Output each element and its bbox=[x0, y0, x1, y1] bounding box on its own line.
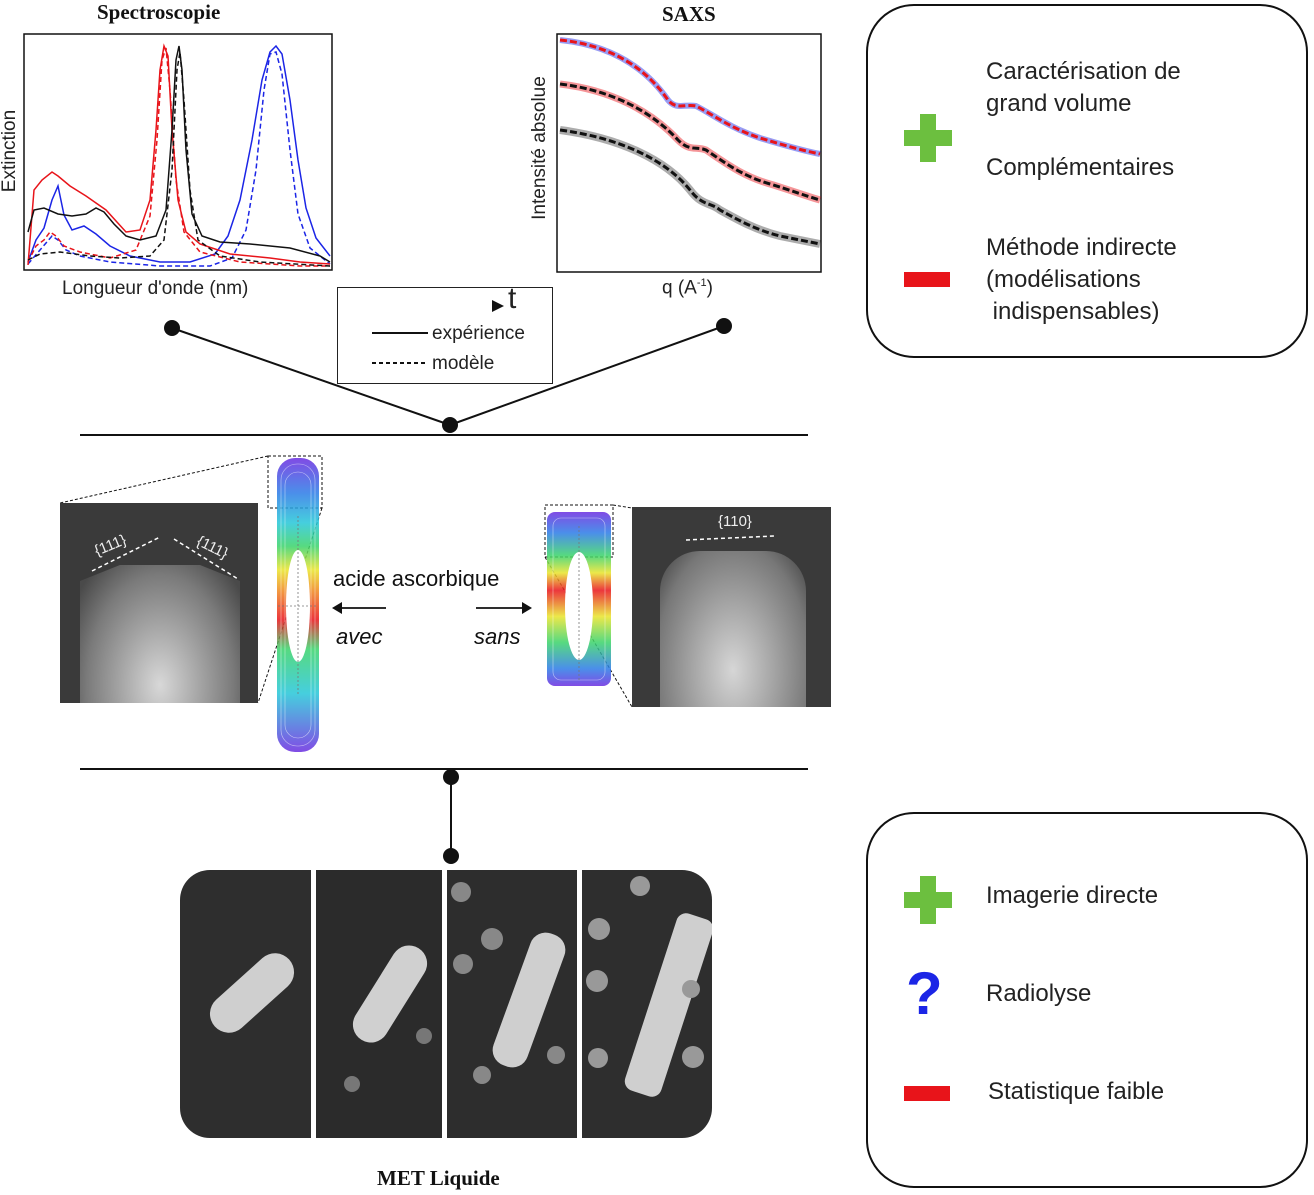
with-label: avec bbox=[336, 624, 383, 649]
saxs-xlabel-main: q (A bbox=[662, 277, 697, 299]
facet-label-right: {110} bbox=[718, 513, 752, 530]
saxs-frame bbox=[556, 33, 822, 273]
liquid-tem-frame-2 bbox=[316, 870, 442, 1138]
liquid-tem-title: MET Liquide bbox=[377, 1166, 500, 1190]
box-top-plus-text-1: Caractérisation de bbox=[986, 58, 1181, 85]
legend-time-symbol: t bbox=[508, 282, 517, 315]
legend-dashed-line bbox=[372, 362, 428, 364]
saxs-series-red-model bbox=[559, 82, 821, 202]
liquid-tem-frame-4 bbox=[582, 870, 712, 1138]
box-top-minus-text-2: (modélisations bbox=[986, 266, 1141, 293]
saxs-series-blue-model bbox=[559, 38, 821, 156]
spectro-curve-red-model bbox=[27, 47, 330, 267]
spectro-curve-black-model bbox=[27, 51, 331, 267]
spectro-title: Spectroscopie bbox=[97, 0, 221, 24]
without-label: sans bbox=[474, 624, 521, 649]
tem-image-left: {111} {111} bbox=[60, 503, 258, 703]
minus-icon bbox=[904, 1086, 950, 1101]
liquid-tem-frame-3 bbox=[447, 870, 577, 1138]
legend-dashed-label: modèle bbox=[432, 353, 495, 374]
legend-solid-line bbox=[372, 332, 428, 334]
spectro-frame bbox=[23, 33, 333, 271]
arrow-left bbox=[332, 602, 386, 614]
legend-solid-label: expérience bbox=[432, 323, 525, 344]
connector-dot bbox=[443, 848, 459, 864]
spectro-xlabel: Longueur d'onde (nm) bbox=[62, 278, 249, 299]
question-icon: ? bbox=[906, 960, 943, 1027]
minus-icon bbox=[904, 272, 950, 287]
plus-icon bbox=[904, 114, 952, 162]
saxs-xlabel-sup: -1 bbox=[696, 277, 707, 289]
saxs-series-black-model bbox=[559, 128, 821, 246]
box-top-plus-text-2: grand volume bbox=[986, 90, 1132, 117]
box-bottom-question-text: Radiolyse bbox=[986, 980, 1092, 1007]
box-top-plus-text-3: Complémentaires bbox=[986, 154, 1175, 181]
arrow-right bbox=[476, 602, 532, 614]
connector-dot bbox=[443, 769, 459, 785]
plus-icon bbox=[904, 876, 952, 924]
contour-plot-right bbox=[547, 512, 611, 686]
connector-dot bbox=[442, 417, 458, 433]
contour-plot-left bbox=[277, 458, 319, 752]
acid-label: acide ascorbique bbox=[333, 566, 500, 591]
box-top-minus-text-1: Méthode indirecte bbox=[986, 234, 1177, 261]
info-box-top: Caractérisation de grand volume Compléme… bbox=[866, 4, 1308, 358]
legend-box: t expérience modèle bbox=[337, 282, 553, 384]
spectro-curve-black-exp bbox=[27, 45, 331, 263]
connector-dot bbox=[716, 318, 732, 334]
saxs-xlabel: q (A-1) bbox=[662, 277, 713, 299]
info-box-bottom: Imagerie directe ? Radiolyse Statistique… bbox=[866, 812, 1308, 1188]
legend-time-arrow bbox=[372, 300, 504, 312]
saxs-xlabel-end: ) bbox=[706, 277, 713, 299]
saxs-plot bbox=[556, 33, 822, 273]
spectro-curve-blue-exp bbox=[27, 44, 331, 263]
spectro-plot bbox=[23, 33, 333, 271]
box-bottom-minus-text: Statistique faible bbox=[988, 1078, 1165, 1105]
liquid-tem-strip bbox=[180, 870, 712, 1138]
connector-dot bbox=[164, 320, 180, 336]
box-top-minus-text-3: indispensables) bbox=[986, 298, 1160, 325]
tem-image-right: {110} bbox=[632, 507, 831, 707]
box-bottom-plus-text: Imagerie directe bbox=[986, 882, 1159, 909]
spectro-curve-red-exp bbox=[27, 43, 331, 266]
saxs-title: SAXS bbox=[662, 2, 716, 26]
liquid-tem-frame-1 bbox=[180, 870, 311, 1138]
